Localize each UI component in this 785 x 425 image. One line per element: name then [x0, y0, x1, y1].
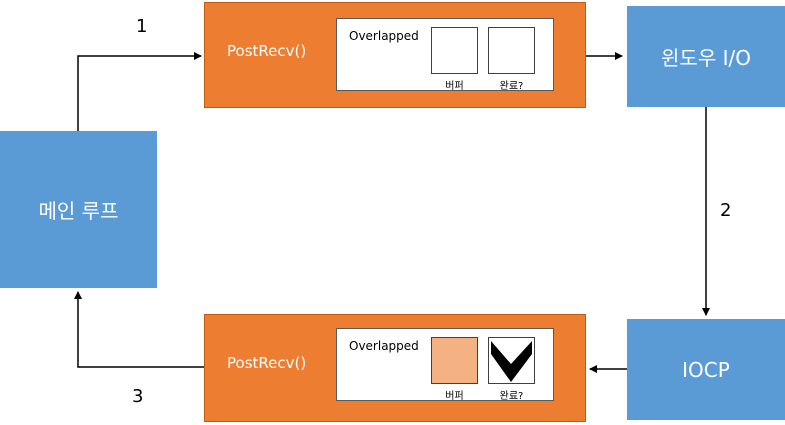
top-overlapped-panel: Overlapped 버퍼 완료?: [336, 18, 554, 92]
main-loop-node: 메인 루프: [0, 131, 157, 288]
top-postrecv-label: PostRecv(): [227, 42, 307, 60]
step-1-label: 1: [136, 16, 148, 37]
windows-io-node: 윈도우 I/O: [627, 6, 785, 107]
main-loop-label: 메인 루프: [38, 199, 119, 223]
top-overlapped-label: Overlapped: [349, 29, 419, 43]
step-3-label: 3: [132, 386, 144, 407]
bottom-overlapped-label: Overlapped: [349, 339, 419, 353]
bottom-postrecv-box: PostRecv() Overlapped 버퍼 완료?: [204, 314, 586, 422]
arrow-bottom-call-to-main: [74, 291, 204, 368]
top-postrecv-box: PostRecv() Overlapped 버퍼 완료?: [204, 2, 586, 108]
bottom-overlapped-panel: Overlapped 버퍼 완료?: [336, 328, 554, 402]
top-buffer-slot: [431, 27, 478, 74]
iocp-node: IOCP: [627, 319, 785, 420]
bottom-done-slot: [488, 337, 535, 384]
windows-io-label: 윈도우 I/O: [661, 46, 751, 70]
bottom-buffer-caption: 버퍼: [445, 391, 464, 402]
checkmark-icon: [491, 341, 532, 382]
step-2-label: 2: [720, 200, 732, 221]
arrow-main-to-top-call: [77, 52, 202, 131]
bottom-done-caption: 완료?: [499, 391, 524, 402]
iocp-label: IOCP: [682, 357, 730, 382]
bottom-buffer-slot: [431, 337, 478, 384]
top-buffer-caption: 버퍼: [445, 81, 464, 92]
bottom-postrecv-label: PostRecv(): [227, 354, 307, 372]
top-done-caption: 완료?: [499, 81, 524, 92]
top-done-slot: [488, 27, 535, 74]
